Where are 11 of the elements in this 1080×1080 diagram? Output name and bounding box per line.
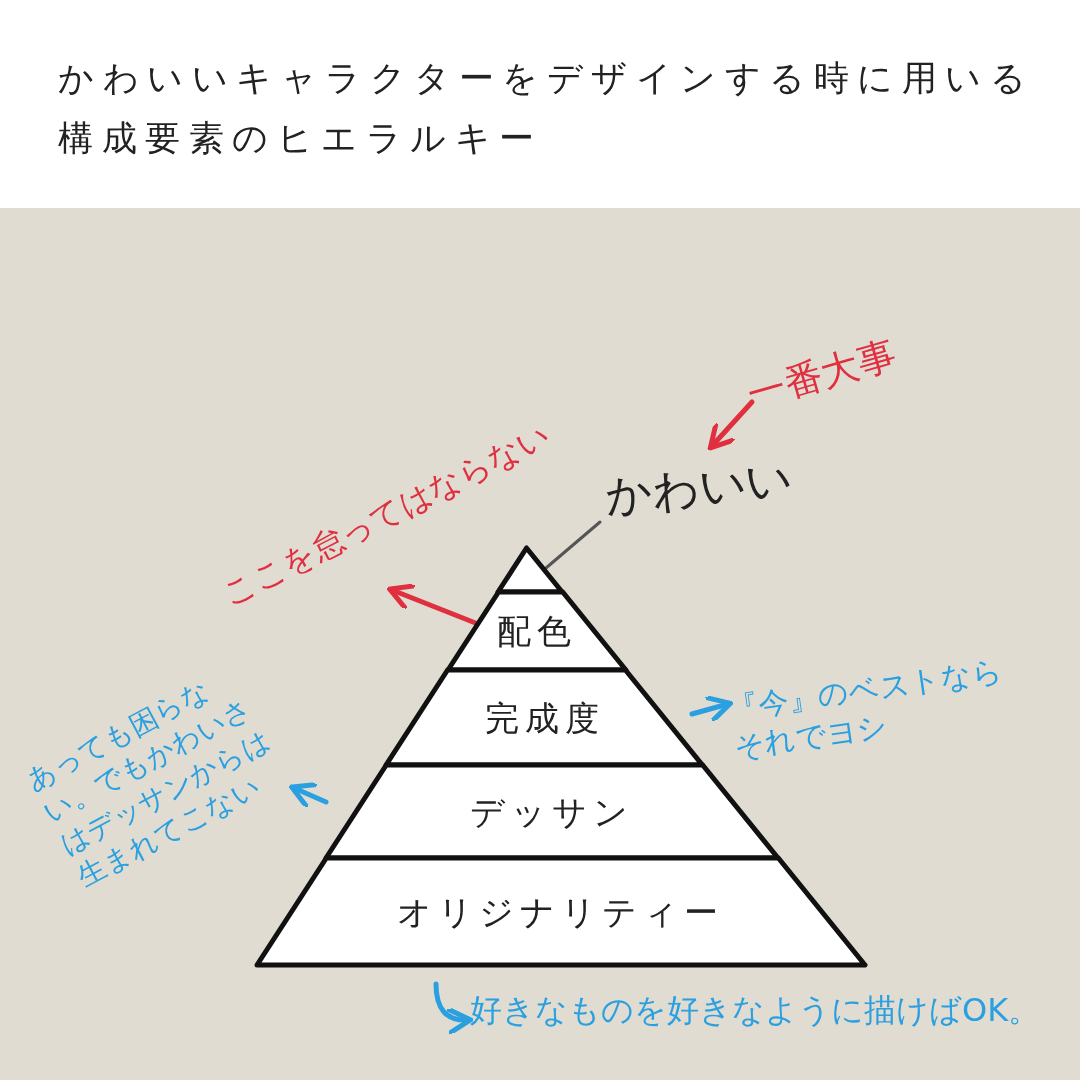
arrow — [707, 399, 755, 451]
leader-line — [544, 520, 602, 570]
handwritten-note: 一番大事 — [741, 319, 939, 420]
handwritten-note: 好きなものを好きなように描けばOK。 — [470, 990, 1050, 1032]
arrow — [289, 782, 329, 810]
arrow — [433, 981, 473, 1036]
arrow — [689, 694, 733, 724]
title: かわいいキャラクターをデザインする時に用いる構成要素のヒエラルキー — [58, 57, 1035, 160]
pyramid-top-label: かわいい — [602, 442, 848, 528]
pyramid-level: 完成度 — [386, 670, 703, 765]
handwritten-note: 『今』のベストならそれでヨシ — [726, 647, 1034, 767]
